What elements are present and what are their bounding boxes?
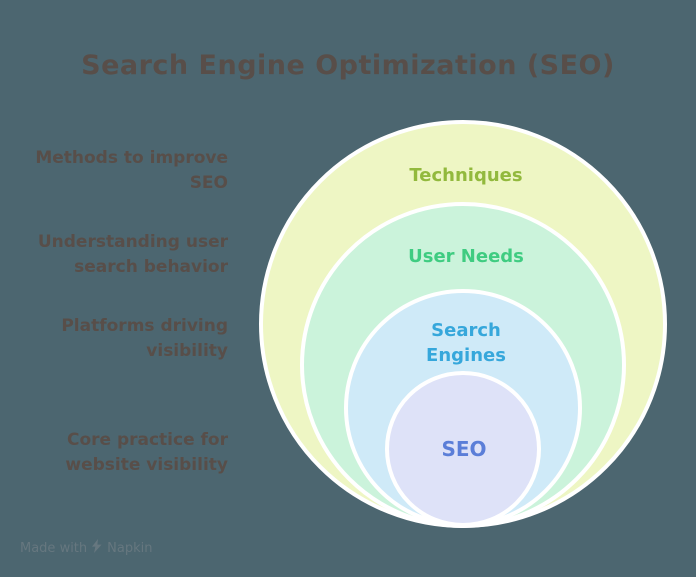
made-with-text: Made with [20,540,88,556]
side-label-seo-core: Core practice for website visibility [0,428,228,478]
ring-search-engines-label-line2: Engines [426,345,506,366]
ring-seo-label: SEO [441,437,486,461]
side-label-line: Core practice for [66,430,228,450]
side-label-user-needs: Understanding user search behavior [0,230,228,280]
side-label-line: Platforms driving [61,316,228,336]
side-label-line: Understanding user [37,232,228,252]
side-label-line: visibility [146,341,228,361]
ring-search-engines-label-line1: Search [431,320,501,341]
side-label-techniques: Methods to improve SEO [0,146,228,196]
side-label-search-engines: Platforms driving visibility [0,314,228,364]
napkin-watermark: Made with Napkin [20,539,152,557]
side-label-line: website visibility [65,455,228,475]
ring-user-needs-label: User Needs [408,246,524,267]
lightning-bolt-icon [92,539,102,557]
ring-seo-circle [385,371,541,527]
side-label-line: SEO [189,173,228,193]
ring-techniques-label: Techniques [409,165,522,186]
side-label-line: search behavior [74,257,228,277]
napkin-brand-text: Napkin [107,540,153,556]
side-label-line: Methods to improve [35,148,228,168]
page-title: Search Engine Optimization (SEO) [81,50,615,81]
